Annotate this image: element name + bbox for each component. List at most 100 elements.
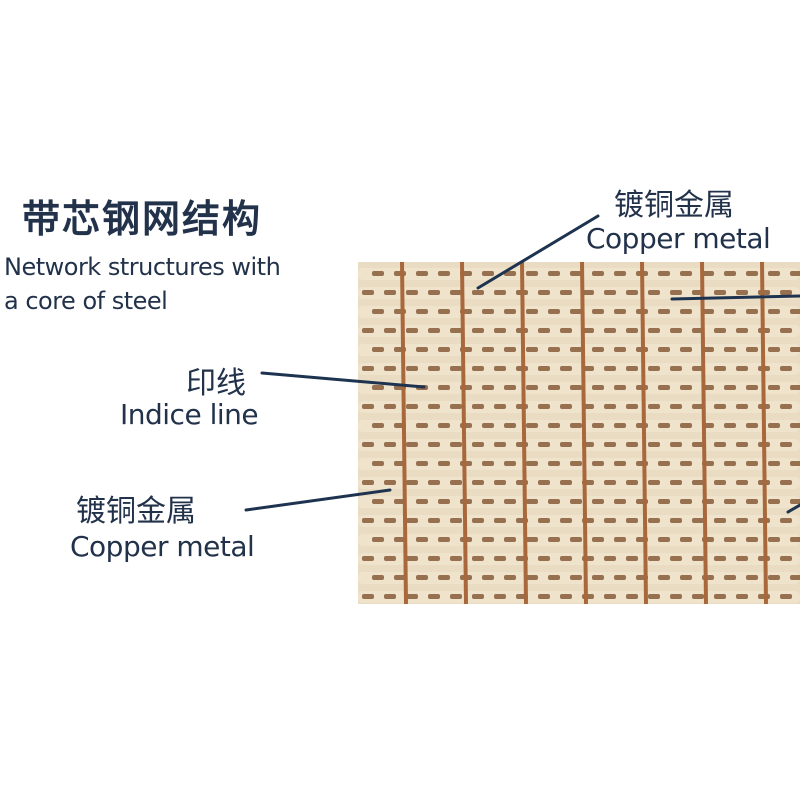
weft-strand xyxy=(362,328,374,333)
weft-strand xyxy=(680,309,692,314)
weft-strand xyxy=(780,366,792,371)
copper-warp-wire xyxy=(520,262,528,604)
weft-strand xyxy=(724,499,736,504)
weft-band xyxy=(358,363,800,375)
weft-strand xyxy=(592,309,604,314)
weft-strand xyxy=(570,423,582,428)
weft-strand xyxy=(604,518,616,523)
weft-strand xyxy=(450,328,462,333)
weft-strand xyxy=(482,309,494,314)
weft-band xyxy=(358,553,800,565)
weft-strand xyxy=(692,518,704,523)
weft-strand xyxy=(626,556,638,561)
weft-strand xyxy=(406,518,418,523)
copper-warp-wire xyxy=(580,262,588,604)
weft-strand xyxy=(372,271,384,276)
weft-strand xyxy=(570,461,582,466)
weft-strand xyxy=(494,556,506,561)
weft-strand xyxy=(680,499,692,504)
weft-strand xyxy=(428,556,440,561)
weft-strand xyxy=(780,404,792,409)
weft-strand xyxy=(724,575,736,580)
weft-strand xyxy=(504,499,516,504)
weft-strand xyxy=(768,499,780,504)
weft-strand xyxy=(714,404,726,409)
weft-strand xyxy=(614,575,626,580)
weft-band xyxy=(358,591,800,603)
weft-strand xyxy=(504,385,516,390)
weft-strand xyxy=(648,480,660,485)
weft-strand xyxy=(482,461,494,466)
weft-strand xyxy=(394,537,406,542)
weft-strand xyxy=(526,423,538,428)
weft-strand xyxy=(504,347,516,352)
label-copper-left-cn: 镀铜金属 xyxy=(76,494,196,529)
weft-strand xyxy=(548,461,560,466)
title-english-line2: a core of steel xyxy=(4,287,168,315)
copper-warp-wire xyxy=(460,262,468,604)
weft-strand xyxy=(494,480,506,485)
weft-strand xyxy=(614,385,626,390)
weft-strand xyxy=(670,518,682,523)
weft-strand xyxy=(362,518,374,523)
weft-strand xyxy=(372,499,384,504)
weft-strand xyxy=(538,290,550,295)
weft-strand xyxy=(614,423,626,428)
weft-strand xyxy=(372,575,384,580)
weft-strand xyxy=(790,499,800,504)
weft-strand xyxy=(680,347,692,352)
weft-strand xyxy=(548,499,560,504)
weft-strand xyxy=(692,442,704,447)
weft-strand xyxy=(658,385,670,390)
weft-strand xyxy=(746,423,758,428)
weft-strand xyxy=(472,328,484,333)
title-english-line1: Network structures with xyxy=(4,253,281,281)
weft-strand xyxy=(592,537,604,542)
weft-strand xyxy=(648,404,660,409)
weft-strand xyxy=(548,347,560,352)
weft-band xyxy=(358,477,800,489)
weft-strand xyxy=(560,290,572,295)
weft-strand xyxy=(670,366,682,371)
weft-strand xyxy=(724,347,736,352)
leader-lines xyxy=(244,214,800,514)
weft-strand xyxy=(384,594,396,599)
copper-warp-wire xyxy=(700,262,708,604)
weft-strand xyxy=(736,518,748,523)
weft-strand xyxy=(548,385,560,390)
weft-strand xyxy=(560,328,572,333)
weft-strand xyxy=(406,480,418,485)
weft-strand xyxy=(582,328,594,333)
weft-strand xyxy=(714,442,726,447)
weft-strand xyxy=(494,366,506,371)
weft-strand xyxy=(372,461,384,466)
weft-strand xyxy=(604,442,616,447)
weft-strand xyxy=(450,366,462,371)
weft-strand xyxy=(384,556,396,561)
weft-strand xyxy=(516,442,528,447)
weft-strand xyxy=(692,594,704,599)
weft-strand xyxy=(472,594,484,599)
weft-strand xyxy=(416,423,428,428)
weft-strand xyxy=(428,480,440,485)
weft-strand xyxy=(768,385,780,390)
weft-strand xyxy=(680,537,692,542)
weft-strand xyxy=(472,556,484,561)
weft-strand xyxy=(670,442,682,447)
weft-strand xyxy=(384,290,396,295)
weft-strand xyxy=(406,442,418,447)
weft-strand xyxy=(482,423,494,428)
weft-strand xyxy=(428,290,440,295)
weft-strand xyxy=(538,480,550,485)
weft-strand xyxy=(604,556,616,561)
weft-strand xyxy=(428,442,440,447)
weft-strand xyxy=(438,309,450,314)
weft-strand xyxy=(472,480,484,485)
weft-strand xyxy=(560,594,572,599)
weft-strand xyxy=(406,328,418,333)
weft-strand xyxy=(604,480,616,485)
weft-strand xyxy=(438,423,450,428)
weft-strand xyxy=(724,385,736,390)
weft-strand xyxy=(548,575,560,580)
weft-strand xyxy=(670,328,682,333)
